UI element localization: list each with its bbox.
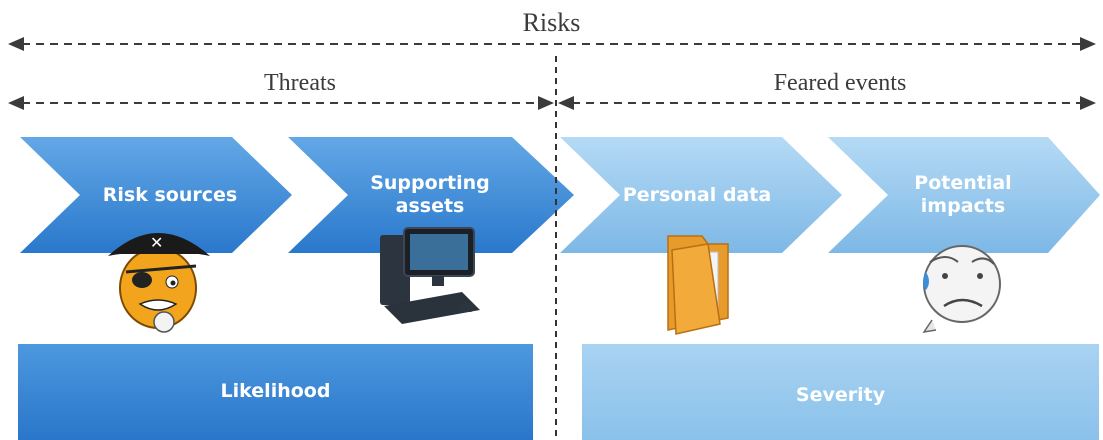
likelihood-bar [18, 344, 533, 440]
svg-text:✕: ✕ [150, 233, 163, 252]
personal-data-label: Personal data [622, 184, 772, 206]
chevron-potential-impacts [828, 137, 1100, 253]
supporting-assets-label: Supporting assets [370, 172, 490, 217]
chevron-supporting-assets [288, 137, 574, 253]
severity-bar [582, 344, 1099, 440]
potential-impacts-label: Potential impacts [914, 172, 1012, 217]
risk-sources-label: Risk sources [102, 184, 238, 206]
risks-arrow [8, 37, 1096, 51]
severity-label: Severity [795, 384, 886, 406]
sad-face-icon [922, 245, 1001, 334]
feared-events-arrow [558, 96, 1096, 110]
feared-events-title: Feared events [773, 70, 907, 96]
threats-arrow [8, 96, 554, 110]
folder-icon [667, 235, 729, 335]
computer-icon [380, 227, 480, 324]
pirate-smiley-icon: ✕ [108, 233, 210, 333]
chevron-risk-sources [20, 137, 292, 253]
threats-title: Threats [264, 70, 336, 96]
likelihood-label: Likelihood [220, 380, 331, 402]
chevron-personal-data [560, 137, 842, 253]
risks-title: Risks [522, 8, 581, 37]
